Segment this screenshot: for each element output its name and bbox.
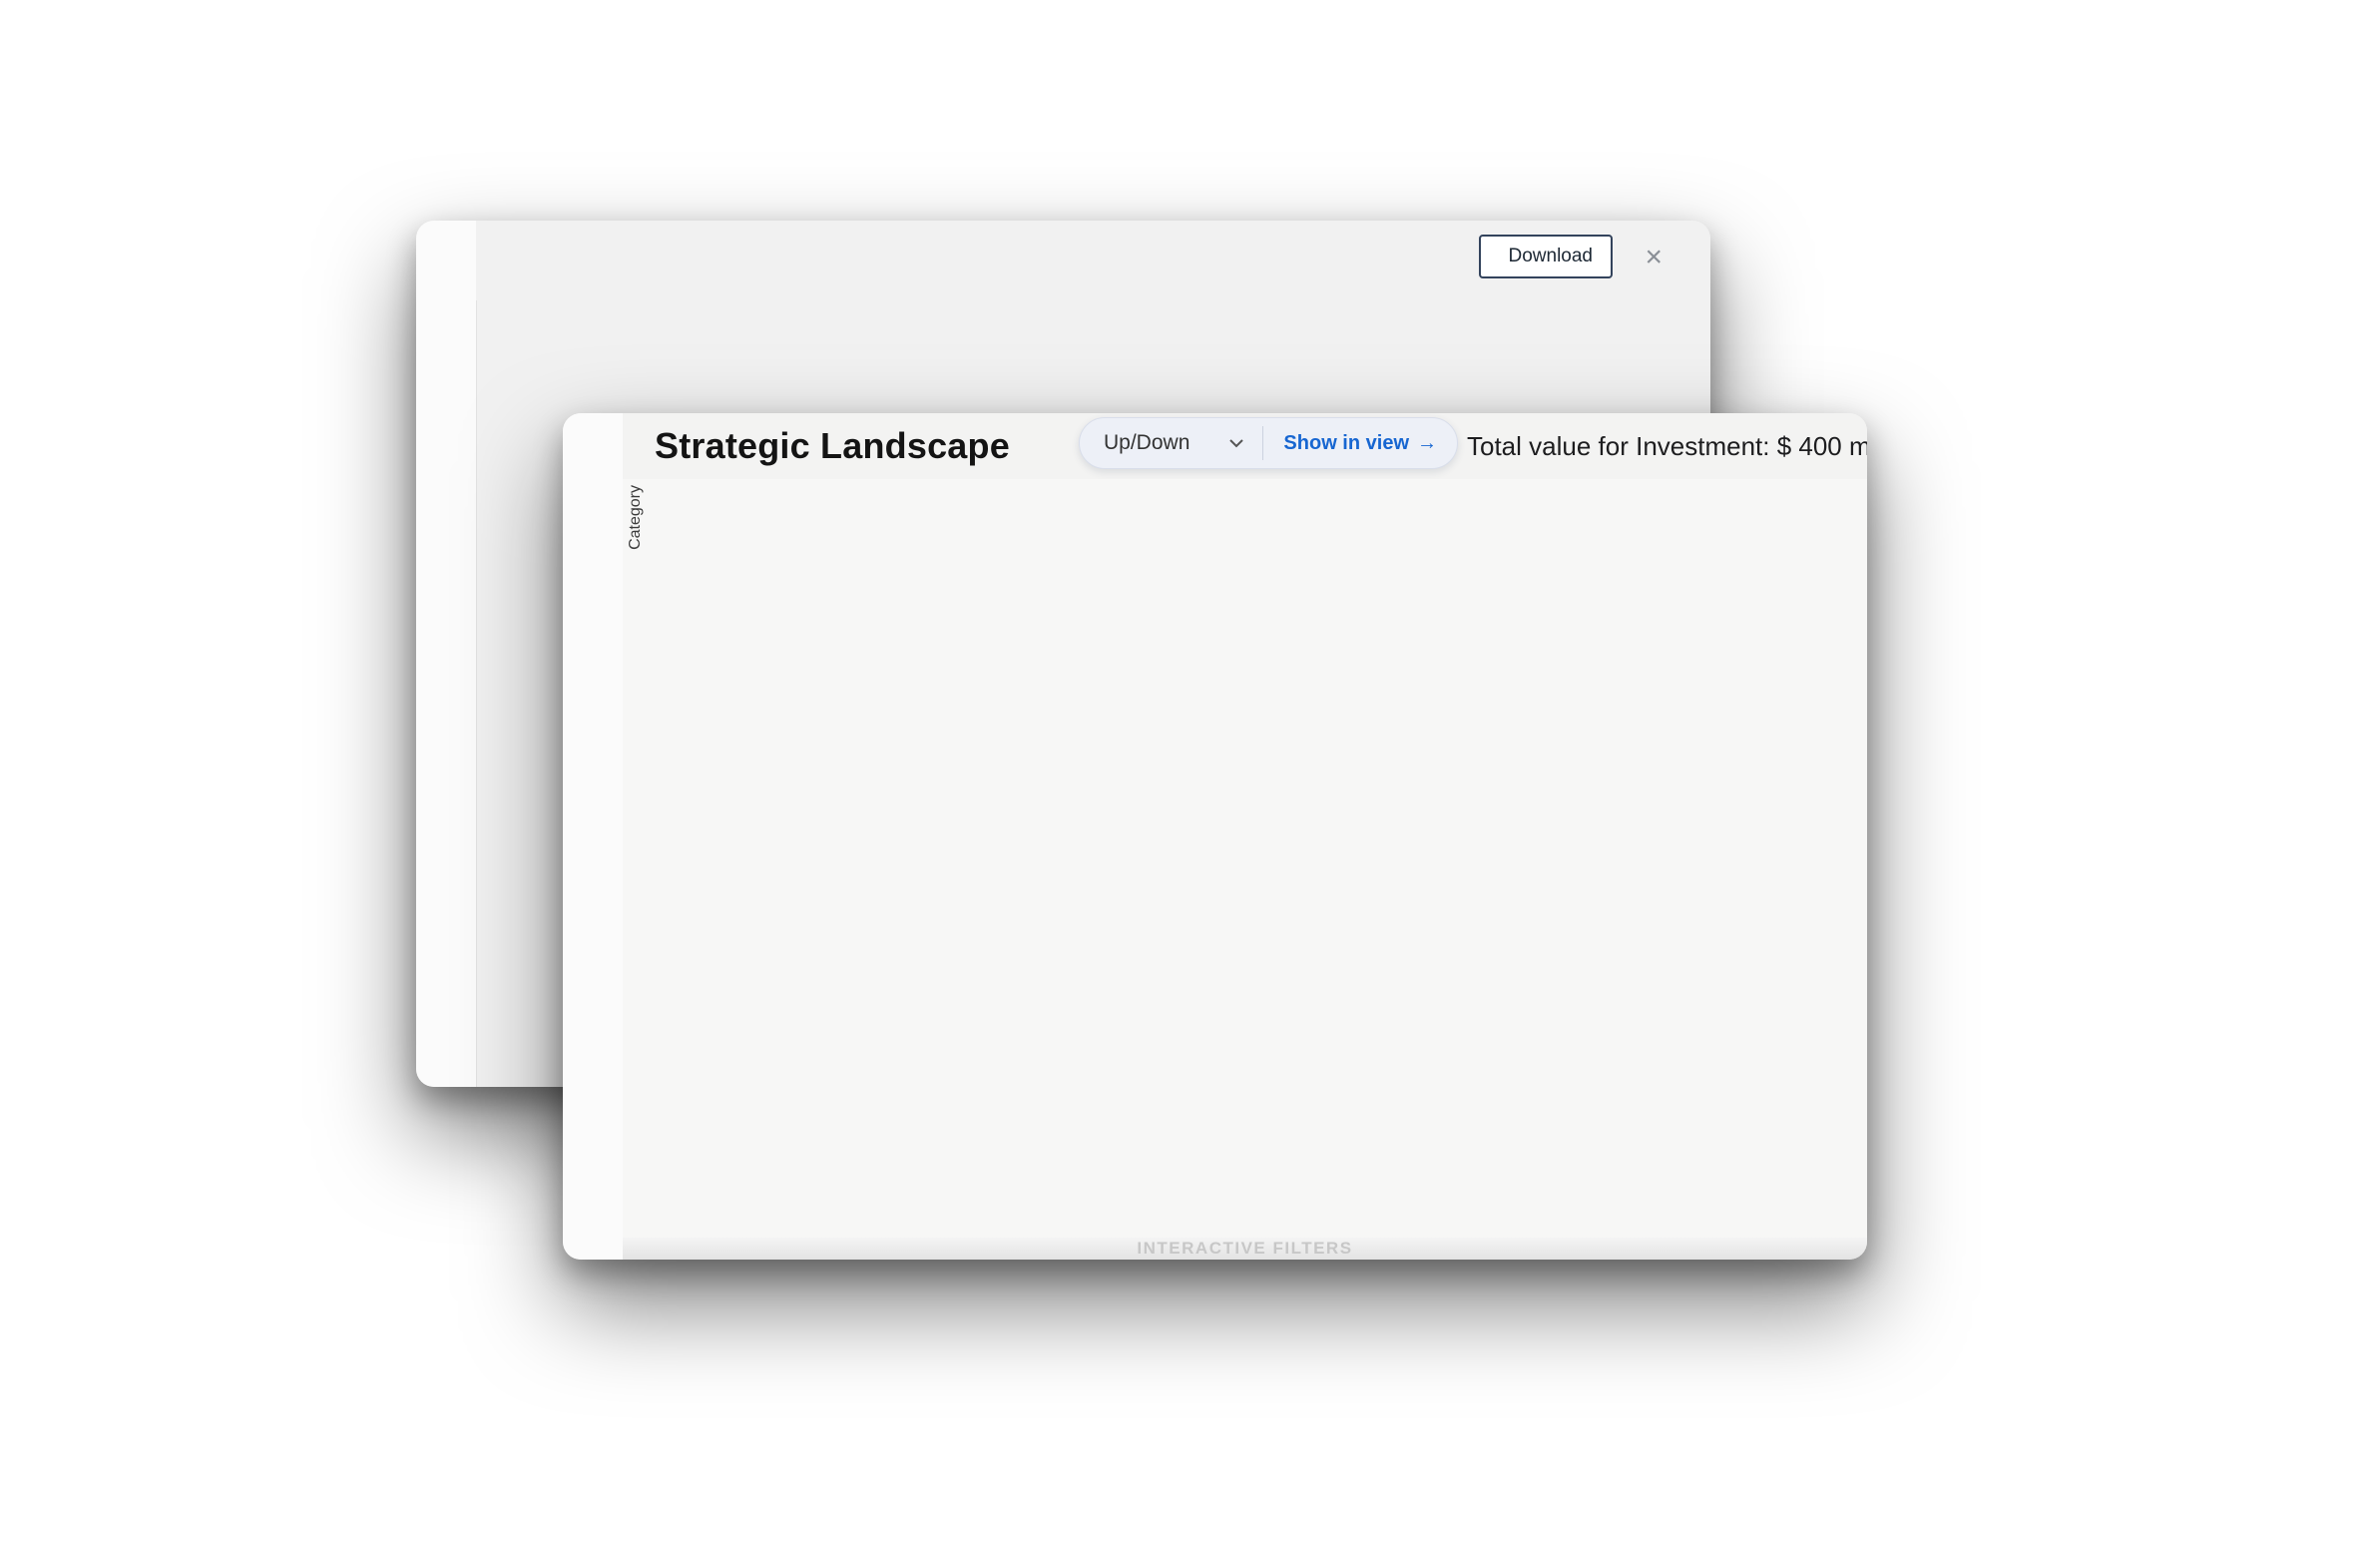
close-icon[interactable]: × <box>1645 241 1663 273</box>
tab-bar: Download × <box>476 221 1710 300</box>
layout-direction-select[interactable]: Up/Down <box>1080 431 1262 455</box>
back-window-sidebar <box>416 221 477 1087</box>
download-button[interactable]: Download <box>1478 235 1613 278</box>
page-title: Strategic Landscape <box>655 425 1010 466</box>
divider <box>1262 426 1264 460</box>
strategic-landscape-window: Strategic Landscape Up/Down Show in view… <box>563 413 1867 1260</box>
arrow-right-icon: → <box>1417 431 1437 454</box>
interactive-filters-bar[interactable]: INTERACTIVE FILTERS <box>623 1238 1867 1260</box>
landscape-canvas: Category <box>623 479 1867 1238</box>
category-axis-label: Category <box>627 485 644 550</box>
total-investment-value: Total value for Investment: $ 400 m <box>1467 431 1867 461</box>
chevron-down-icon <box>1229 439 1244 448</box>
front-titlebar: Strategic Landscape Up/Down Show in view… <box>623 413 1867 480</box>
front-window-sidebar <box>563 413 624 1260</box>
view-controls: Up/Down Show in view → <box>1079 417 1458 469</box>
show-in-view-link[interactable]: Show in view → <box>1283 431 1437 454</box>
